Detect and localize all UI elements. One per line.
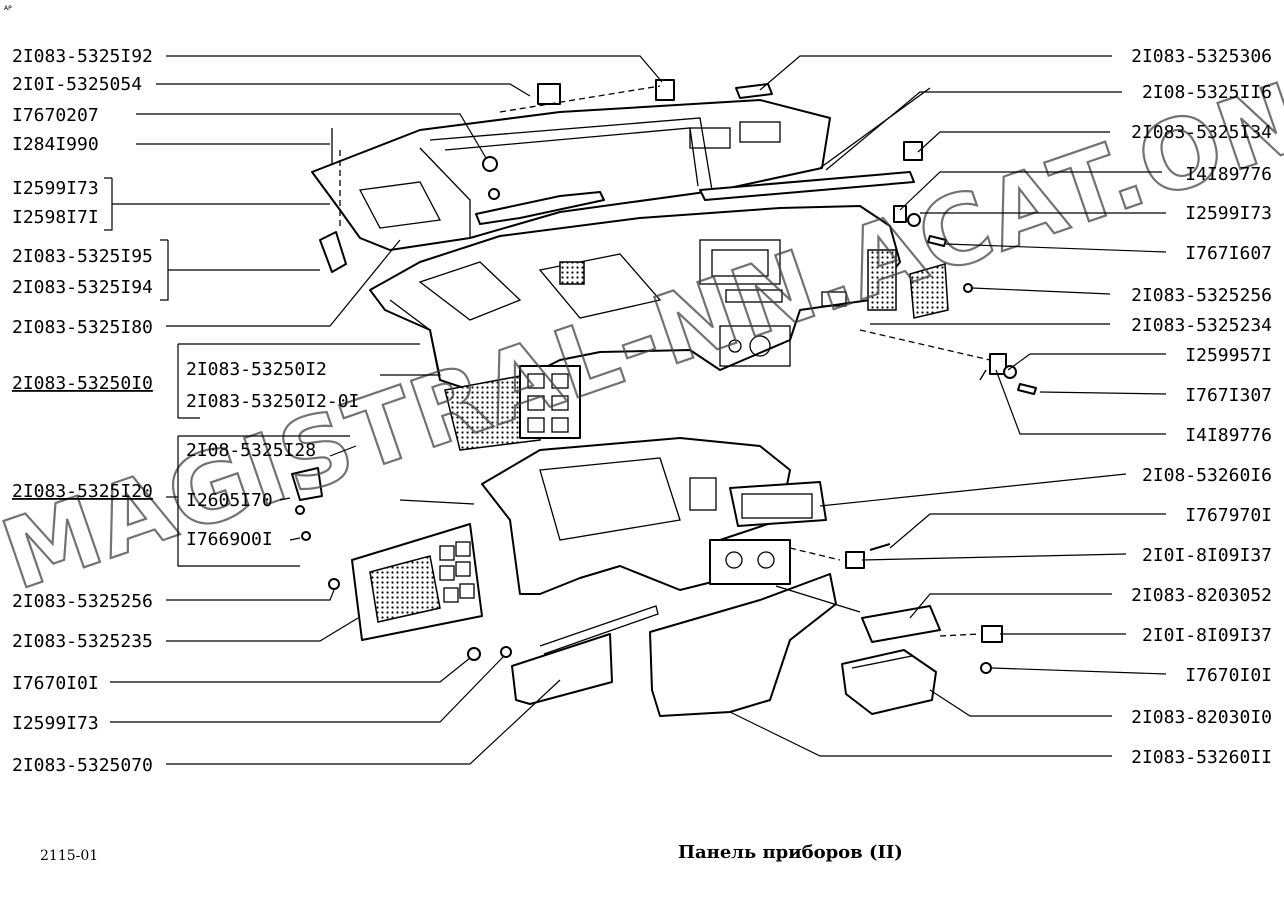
glove-box	[511, 633, 613, 705]
console-trim	[649, 573, 837, 717]
part-label: 2I08-5325II6	[1142, 82, 1272, 103]
part-label: 2I083-5325306	[1131, 46, 1272, 67]
part-label: 2I083-5325235	[12, 631, 153, 652]
part-label: 2I083-5325I95	[12, 246, 153, 267]
part-label: I767I307	[1185, 385, 1272, 406]
part-label: I2605I70	[186, 490, 273, 511]
part-label: 2I083-5325256	[1131, 285, 1272, 306]
part-label: I2599I73	[12, 713, 99, 734]
part-label: I4I89776	[1185, 164, 1272, 185]
part-label: 2I0I-8I09I37	[1142, 625, 1272, 646]
dashboard-illustration	[291, 79, 1037, 717]
part-label: 2I083-5325234	[1131, 315, 1272, 336]
part-label: 2I083-8203052	[1131, 585, 1272, 606]
part-label: I284I990	[12, 134, 99, 155]
part-label: 2I0I-8I09I37	[1142, 545, 1272, 566]
part-label: 2I083-53250I2-0I	[186, 391, 359, 412]
part-label: I7669O0I	[186, 529, 273, 550]
part-label: I767970I	[1185, 505, 1272, 526]
labels-left: 2I083-5325I92 2I0I-5325054 I7670207 I284…	[12, 46, 359, 776]
part-label: I767I607	[1185, 243, 1272, 264]
corner-mark: AP	[4, 5, 12, 12]
part-label: 2I0I-5325054	[12, 74, 142, 95]
part-label: 2I083-5325256	[12, 591, 153, 612]
defroster-strip	[475, 191, 605, 225]
part-label: 2I083-53260II	[1131, 747, 1272, 768]
ashtray-box	[841, 649, 937, 715]
part-label: I2599I73	[1185, 203, 1272, 224]
labels-right: 2I083-5325306 2I08-5325II6 2I083-5325I34…	[1131, 46, 1272, 768]
part-label: I259957I	[1185, 345, 1272, 366]
label-brackets	[104, 177, 440, 567]
part-label: 2I083-82030I0	[1131, 707, 1272, 728]
part-label: I7670207	[12, 105, 99, 126]
part-label: 2I083-5325I34	[1131, 122, 1272, 143]
part-label: I7670I0I	[1185, 665, 1272, 686]
diagram-caption: Панель приборов (II)	[678, 842, 903, 863]
part-label: 2I083-5325I20	[12, 481, 153, 502]
part-label: 2I08-5325I28	[186, 440, 316, 461]
sheet-code: 2115-01	[40, 848, 98, 864]
part-label: 2I083-53250I2	[186, 359, 327, 380]
part-label: I4I89776	[1185, 425, 1272, 446]
ashtray	[861, 605, 941, 643]
part-label: 2I08-53260I6	[1142, 465, 1272, 486]
part-label: I2599I73	[12, 178, 99, 199]
part-label: 2I083-5325I80	[12, 317, 153, 338]
part-label: 2I083-5325I92	[12, 46, 153, 67]
leader-lines-right	[729, 55, 1167, 757]
part-label: I7670I0I	[12, 673, 99, 694]
part-label: I2598I7I	[12, 207, 99, 228]
leader-lines-left	[110, 55, 663, 765]
part-label: 2I083-5325I94	[12, 277, 153, 298]
part-label: 2I083-5325070	[12, 755, 153, 776]
part-label: 2I083-53250I0	[12, 373, 153, 394]
